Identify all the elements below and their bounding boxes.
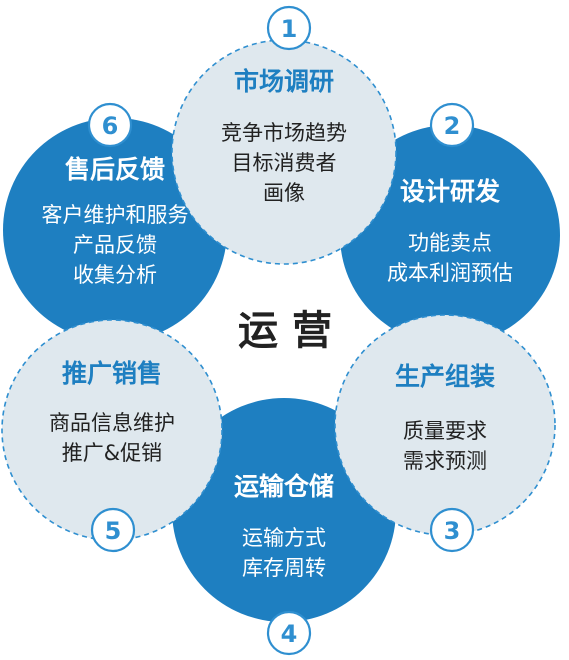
step-6-badge: 6 <box>87 102 133 148</box>
step-4-line: 库存周转 <box>242 556 326 580</box>
step-4-badge: 4 <box>266 610 312 656</box>
step-3-number: 3 <box>444 517 461 545</box>
step-3-badge: 3 <box>429 507 475 553</box>
step-1-line: 竞争市场趋势 <box>221 121 347 145</box>
step-4-title: 运输仓储 <box>234 472 334 501</box>
step-5-line: 推广&促销 <box>62 441 162 465</box>
step-1-number: 1 <box>281 15 298 43</box>
step-2-badge-ring <box>429 102 475 148</box>
number-badges-layer: 1 2 3 4 5 6 <box>87 5 475 656</box>
step-4-badge-ring <box>266 610 312 656</box>
step-6-circle <box>3 118 227 342</box>
step-5-number: 5 <box>105 517 122 545</box>
step-6-line: 客户维护和服务 <box>42 203 189 227</box>
step-2-line: 成本利润预估 <box>387 261 513 285</box>
step-5-line: 商品信息维护 <box>49 411 175 435</box>
step-5-badge-ring <box>90 507 136 553</box>
step-6-line: 收集分析 <box>73 263 157 287</box>
step-2-circle <box>340 125 560 345</box>
step-4-number: 4 <box>281 620 298 648</box>
step-5-badge: 5 <box>90 507 136 553</box>
step-3-badge-ring <box>429 507 475 553</box>
step-6-title: 售后反馈 <box>65 155 165 184</box>
step-1-line: 目标消费者 <box>232 151 337 175</box>
step-2-line: 功能卖点 <box>408 231 492 255</box>
step-2-badge: 2 <box>429 102 475 148</box>
step-6-line: 产品反馈 <box>73 233 157 257</box>
step-6-number: 6 <box>102 112 119 140</box>
step-1-title: 市场调研 <box>234 67 334 96</box>
light-circles-layer <box>1 39 556 541</box>
step-2-number: 2 <box>444 112 461 140</box>
step-1-line: 画像 <box>263 181 305 205</box>
step-6-badge-ring <box>87 102 133 148</box>
step-3-title: 生产组装 <box>395 362 495 391</box>
step-3-line: 需求预测 <box>403 449 487 473</box>
step-1-badge: 1 <box>266 5 312 51</box>
step-1-circle <box>171 39 397 265</box>
step-3-line: 质量要求 <box>403 419 487 443</box>
step-2-title: 设计研发 <box>400 177 500 206</box>
step-1-badge-ring <box>266 5 312 51</box>
step-4-line: 运输方式 <box>242 526 326 550</box>
step-5-title: 推广销售 <box>62 359 162 388</box>
center-label: 运营 <box>238 308 346 354</box>
